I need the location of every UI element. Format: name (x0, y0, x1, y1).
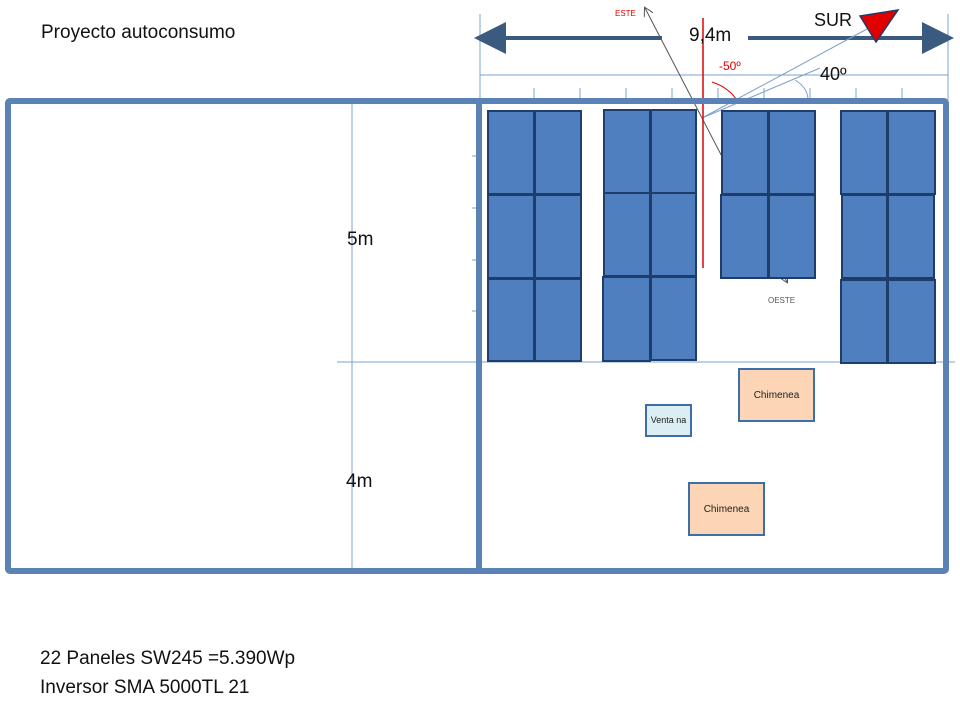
solar-panel (534, 194, 582, 279)
solar-panel (721, 110, 769, 195)
chimney-box: Chimenea (738, 368, 815, 422)
solar-panel (887, 194, 935, 279)
solar-panel (720, 194, 769, 279)
panels-spec: 22 Paneles SW245 =5.390Wp (40, 648, 296, 669)
window-box: Venta na (645, 404, 692, 437)
solar-panel (887, 110, 936, 195)
solar-panel (603, 192, 651, 277)
south-marker-icon (858, 8, 900, 44)
solar-panel (887, 279, 936, 364)
solar-panel (487, 278, 535, 362)
window-label: Venta na (650, 415, 687, 425)
solar-panel (650, 192, 697, 277)
inverter-spec: Inversor SMA 5000TL 21 (40, 677, 250, 698)
tilt-line (701, 67, 821, 119)
solar-panel (841, 194, 888, 279)
solar-panel (602, 276, 651, 362)
tilt-angle-label: 40º (820, 64, 847, 84)
west-label: OESTE (768, 296, 796, 305)
solar-panels (487, 109, 936, 364)
azimuth-angle-label: -50º (719, 59, 741, 73)
solar-panel (534, 278, 582, 362)
east-label: ESTE (615, 9, 636, 18)
solar-panel (768, 110, 816, 195)
solar-panel (603, 109, 651, 194)
solar-panel (768, 194, 816, 279)
solar-panel (487, 110, 535, 195)
width-dimension-label: 9,4m (689, 25, 732, 46)
chimney-box: Chimenea (688, 482, 765, 536)
chimney-label: Chimenea (753, 389, 800, 401)
solar-panel (650, 276, 697, 361)
solar-panel (487, 194, 535, 279)
solar-panel (840, 279, 888, 364)
solar-panel (534, 110, 582, 195)
solar-panel (650, 109, 697, 194)
height-bottom-label: 4m (346, 471, 373, 492)
chimney-label: Chimenea (703, 503, 750, 515)
solar-panel (840, 110, 888, 195)
height-top-label: 5m (347, 229, 374, 250)
tilt-arc (794, 79, 809, 101)
south-label: SUR (814, 10, 853, 30)
project-title: Proyecto autoconsumo (41, 22, 236, 43)
